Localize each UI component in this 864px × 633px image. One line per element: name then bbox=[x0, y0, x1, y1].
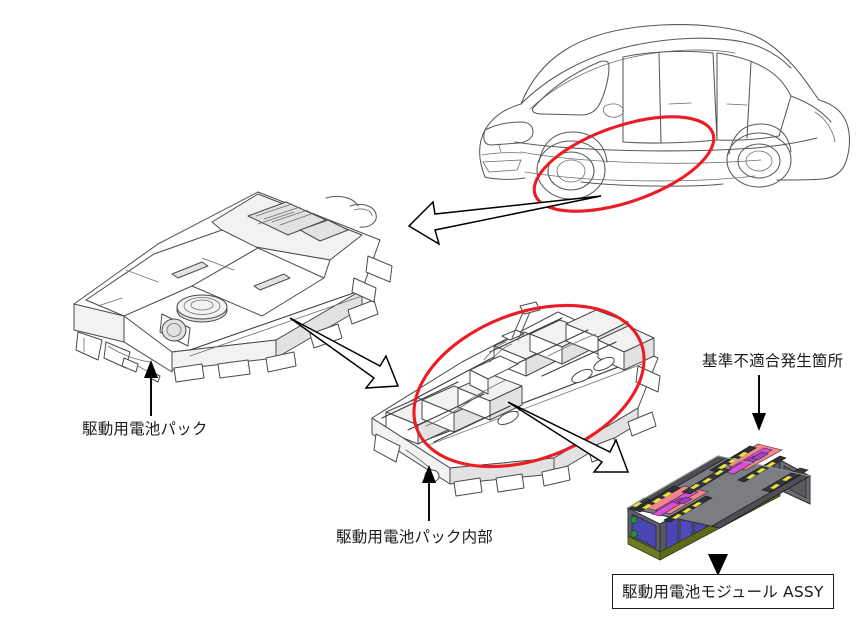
arrow-label-to-pack bbox=[141, 360, 161, 416]
arrow-label-to-interior bbox=[419, 465, 439, 521]
battery-module-render bbox=[622, 424, 820, 566]
arrow-defect-to-module bbox=[749, 375, 769, 431]
label-battery-pack: 駆動用電池パック bbox=[82, 420, 208, 438]
battery-pack-line-drawing bbox=[62, 182, 402, 383]
label-battery-pack-inside: 駆動用電池パック内部 bbox=[336, 528, 494, 546]
arrow-interior-to-module bbox=[506, 400, 636, 480]
arrow-module-to-caption bbox=[707, 552, 729, 578]
vehicle-line-drawing bbox=[455, 12, 855, 227]
label-defect-location: 基準不適合発生箇所 bbox=[702, 352, 844, 370]
label-battery-module-assy: 駆動用電池モジュール ASSY bbox=[612, 574, 834, 609]
arrow-pack-to-interior bbox=[286, 316, 406, 396]
battery-pack-interior-line-drawing bbox=[366, 300, 666, 497]
vehicle-defect-highlight-ellipse bbox=[524, 115, 724, 213]
arrow-vehicle-to-pack bbox=[405, 192, 605, 262]
interior-defect-highlight-ellipse bbox=[404, 296, 654, 476]
